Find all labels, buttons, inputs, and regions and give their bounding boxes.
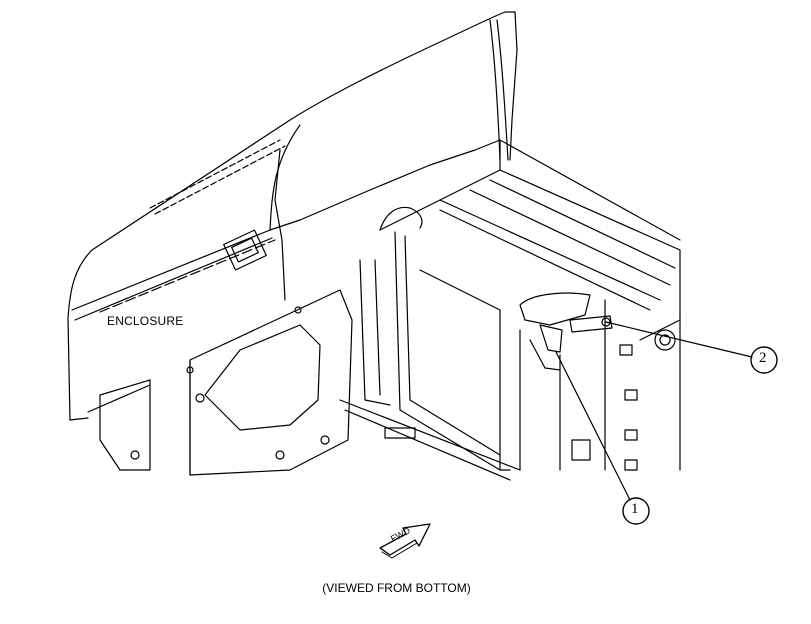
bracket-plate <box>87 289 353 476</box>
enclosure-label: ENCLOSURE <box>107 314 184 328</box>
callout-number-2: 2 <box>759 350 767 366</box>
enclosure-panel <box>67 11 518 421</box>
fwd-arrow-icon <box>379 523 431 559</box>
callout-number-1: 1 <box>631 501 639 517</box>
leader-line-2 <box>605 321 753 358</box>
equipment-cabinet <box>339 139 681 481</box>
view-caption: (VIEWED FROM BOTTOM) <box>0 581 811 595</box>
view-caption-text: (VIEWED FROM BOTTOM) <box>322 581 471 595</box>
callout-circle-2 <box>750 346 778 374</box>
callout-circle-1 <box>622 497 650 525</box>
latch-assembly <box>519 292 613 371</box>
leader-line-1 <box>555 351 631 501</box>
